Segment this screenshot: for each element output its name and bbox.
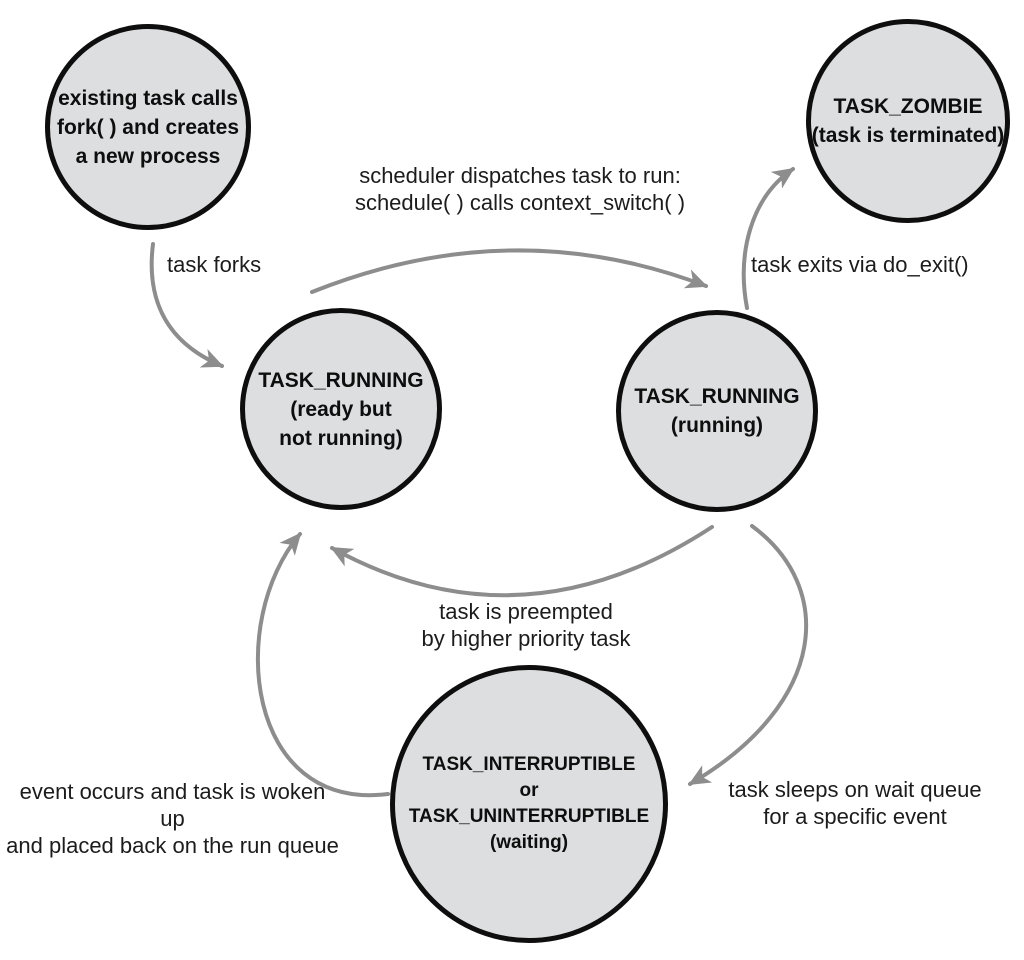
state-node-existing-task-forks: existing task calls fork( ) and creates …	[45, 24, 251, 230]
state-node-task-zombie: TASK_ZOMBIE (task is terminated)	[806, 19, 1010, 223]
scheduler-dispatch-arrow	[310, 248, 708, 294]
state-node-task-running: TASK_RUNNING (running)	[616, 310, 818, 512]
edge-label-task-preempted: task is preempted by higher priority tas…	[421, 599, 631, 651]
task-woken-arrow	[255, 532, 390, 798]
state-node-task-waiting: TASK_INTERRUPTIBLE or TASK_UNINTERRUPTIB…	[390, 665, 668, 943]
state-node-label: existing task calls fork( ) and creates …	[56, 86, 240, 168]
task-exits-arrow	[741, 167, 795, 310]
state-node-label: TASK_ZOMBIE (task is terminated)	[811, 95, 1005, 147]
edge-label-task-exits: task exits via do_exit()	[751, 252, 969, 277]
edge-label-scheduler-dispatch: scheduler dispatches task to run: schedu…	[354, 163, 686, 215]
state-node-label: TASK_RUNNING (running)	[634, 385, 800, 437]
task-forks-arrow	[149, 242, 224, 368]
task-preempted-arrow	[330, 525, 714, 598]
state-node-task-running-ready: TASK_RUNNING (ready but not running)	[240, 308, 442, 510]
task-sleeps-arrow	[688, 524, 808, 786]
edge-label-task-sleeps: task sleeps on wait queue for a specific…	[728, 777, 982, 829]
state-node-label: TASK_INTERRUPTIBLE or TASK_UNINTERRUPTIB…	[408, 754, 650, 853]
edge-label-task-woken: event occurs and task is woken up and pl…	[6, 779, 339, 858]
state-node-label: TASK_RUNNING (ready but not running)	[258, 368, 424, 450]
edge-label-task-forks: task forks	[167, 252, 262, 277]
